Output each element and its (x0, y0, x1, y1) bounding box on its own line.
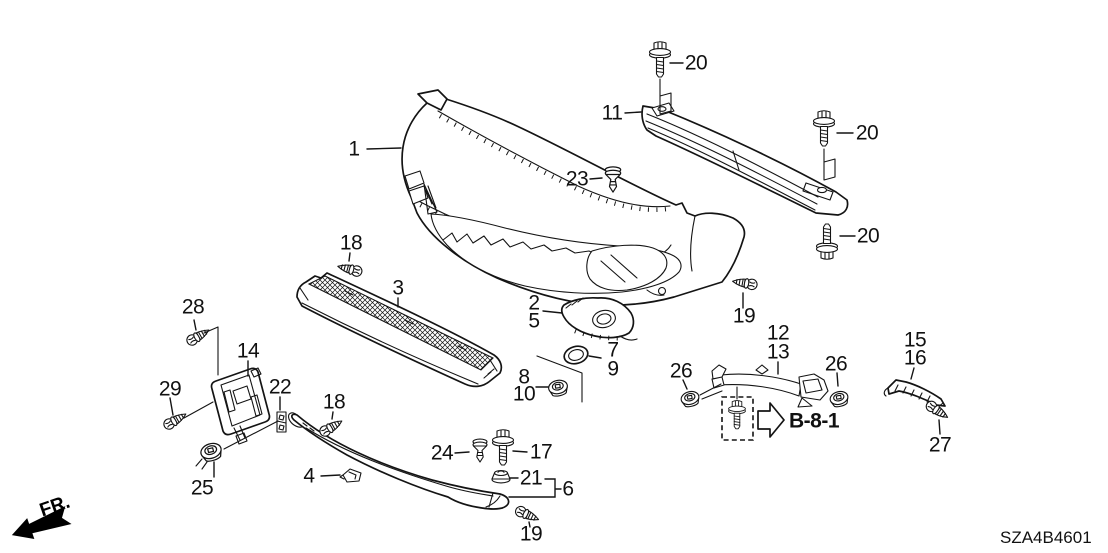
front-arrow-icon (11, 506, 72, 539)
callouts-layer: 1 20 20 20 11 23 18 3 25 79 810 28 14 29 22 18 25 4 24 17 21… (159, 52, 952, 546)
part-callout-28-14[interactable]: 28 (182, 296, 205, 319)
leader-line-part-2-8 (542, 310, 563, 314)
detail-reference-label[interactable]: B-8-1 (789, 410, 840, 433)
part-callout-18-18[interactable]: 18 (323, 391, 346, 414)
leader-line-part-19-26 (528, 521, 531, 528)
detail-arrow-icon (757, 402, 785, 438)
grommet-25 (198, 440, 225, 465)
screw-29 (161, 409, 190, 432)
part-callout-20-3[interactable]: 20 (857, 225, 880, 248)
part-callout-2-8[interactable]: 2 (528, 292, 540, 315)
part-callout-10-13[interactable]: 10 (513, 383, 536, 406)
nut-21 (491, 469, 511, 484)
screw-18-lower (317, 416, 346, 439)
part-callout-6-24[interactable]: 6 (562, 478, 574, 501)
connector-lines (183, 326, 583, 498)
screw-28 (184, 325, 213, 348)
leader-line-part-1-0 (366, 147, 402, 150)
detail-reference-group: B-8-1 (721, 386, 840, 441)
leader-line-part-26-30 (836, 372, 839, 387)
grommet-8-10 (546, 377, 570, 399)
part-callout-9-11[interactable]: 9 (607, 358, 619, 381)
fog-light-garnish (560, 296, 638, 341)
leader-line-part-16-32 (910, 367, 915, 380)
detail-bolt (728, 400, 746, 430)
part-callout-26-29[interactable]: 26 (670, 360, 693, 383)
part-callout-14-15[interactable]: 14 (237, 340, 261, 363)
tow-hook-cap (657, 286, 667, 296)
part-callout-3-7[interactable]: 3 (392, 277, 404, 300)
headlight-cutout-upper (404, 170, 425, 190)
screw-19-right (731, 275, 759, 291)
part-callout-22-17[interactable]: 22 (269, 376, 292, 399)
front-marker-label: FR. (37, 492, 73, 522)
part-callout-24-21[interactable]: 24 (431, 442, 455, 465)
bolt-20-left (648, 41, 672, 78)
grille-mesh (307, 275, 494, 371)
leader-line-part-7-10 (588, 355, 602, 359)
bolt-20-middle (812, 110, 836, 147)
spoiler-clip-bracket (339, 468, 362, 483)
fog-trim-ring (563, 345, 589, 365)
detail-dashed-box (721, 396, 754, 441)
part-callout-7-10[interactable]: 7 (607, 339, 619, 362)
part-callout-19-26[interactable]: 19 (520, 523, 543, 546)
part-callout-17-22[interactable]: 17 (530, 441, 553, 464)
leader-line-part-26-29 (682, 379, 688, 390)
part-callout-1-0[interactable]: 1 (348, 138, 360, 161)
part-callout-4-20[interactable]: 4 (303, 465, 316, 488)
part-callout-29-16[interactable]: 29 (159, 378, 182, 401)
part-callout-15-31[interactable]: 15 (904, 329, 927, 352)
bumper-top-tab (417, 89, 448, 111)
part-callout-16-32[interactable]: 16 (904, 347, 927, 370)
leader-line-part-28-14 (193, 319, 197, 331)
part-callout-19-25[interactable]: 19 (733, 305, 756, 328)
part-callout-25-19[interactable]: 25 (191, 477, 214, 500)
bumper-spacer (276, 411, 287, 433)
part-callout-5-9[interactable]: 5 (528, 310, 540, 333)
part-callout-20-2[interactable]: 20 (856, 122, 879, 145)
leader-line-part-27-33 (938, 419, 941, 435)
fasteners (161, 41, 951, 526)
leader-line-part-17-22 (512, 450, 528, 453)
part-callout-21-23[interactable]: 21 (520, 467, 543, 490)
leader-line-part-23-5 (589, 177, 603, 180)
front-grille (296, 272, 503, 388)
bumper-face (401, 89, 746, 307)
part-callout-23-5[interactable]: 23 (566, 168, 589, 191)
leader-line-part-24-21 (454, 451, 470, 454)
leader-line-part-18-6 (348, 252, 351, 262)
leader-line-part-18-18 (331, 411, 334, 420)
bumper-side-bracket (883, 379, 946, 408)
part-callout-11-4[interactable]: 11 (602, 102, 623, 125)
part-callout-18-6[interactable]: 18 (340, 232, 363, 255)
bolt-20-lower (815, 223, 839, 260)
part-callout-12-27[interactable]: 12 (767, 322, 790, 345)
beam-stay (699, 364, 829, 408)
license-plate-bracket (210, 367, 271, 445)
part-callout-26-30[interactable]: 26 (825, 353, 848, 376)
part-callout-8-12[interactable]: 8 (518, 366, 530, 389)
diagram-code: SZA4B4601 (1000, 528, 1092, 547)
grommet-26-right (828, 389, 851, 409)
clip-24 (472, 438, 488, 463)
front-spoiler (288, 412, 510, 510)
leader-line-part-29-16 (169, 397, 174, 416)
leader-line-part-11-4 (624, 111, 642, 114)
grommet-26-left (679, 389, 702, 409)
screw-18-upper (335, 260, 364, 278)
headlight-cutout-lower (408, 185, 429, 205)
part-callout-13-28[interactable]: 13 (767, 341, 790, 364)
bumper-beam (641, 78, 849, 216)
fog-light-opening (586, 244, 668, 292)
front-direction-marker: FR. (11, 492, 73, 539)
bolt-17 (491, 429, 515, 466)
leader-line-part-4-20 (320, 474, 341, 477)
part-callout-27-33[interactable]: 27 (929, 434, 952, 457)
part-callout-20-1[interactable]: 20 (685, 52, 708, 75)
fog-light-hole (592, 309, 616, 329)
